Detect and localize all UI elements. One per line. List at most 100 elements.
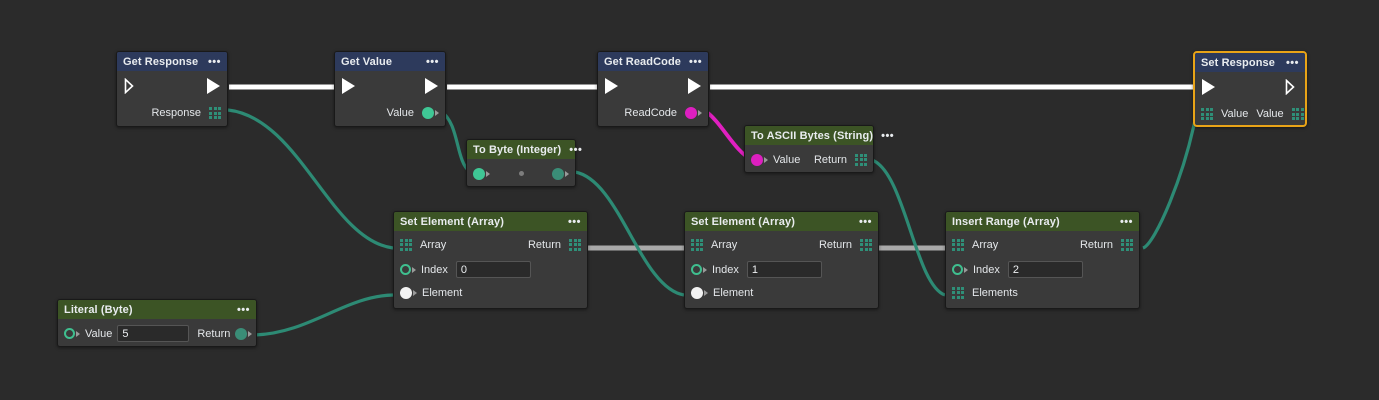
array-in-port-icon[interactable] <box>691 238 703 251</box>
index-port-icon[interactable] <box>952 264 963 275</box>
output-row-response: Response <box>117 101 227 125</box>
node-header[interactable]: To ASCII Bytes (String) ••• <box>745 126 894 145</box>
node-menu-icon[interactable]: ••• <box>858 215 872 228</box>
node-title: Set Element (Array) <box>691 215 795 228</box>
element-port-icon[interactable] <box>691 286 703 299</box>
node-header[interactable]: Set Element (Array) ••• <box>685 212 878 231</box>
elements-port-icon[interactable] <box>952 286 964 299</box>
exec-out-icon[interactable] <box>1285 79 1298 95</box>
input-label: Element <box>713 286 754 299</box>
exec-in-icon[interactable] <box>124 78 137 94</box>
node-header[interactable]: Get Response ••• <box>117 52 227 71</box>
value-in-port-icon[interactable] <box>64 328 75 339</box>
port-nub-icon <box>412 266 416 273</box>
value-in-port-icon[interactable] <box>473 167 485 180</box>
value-port-icon[interactable] <box>422 107 434 119</box>
array-port-icon[interactable] <box>209 107 221 119</box>
node-menu-icon[interactable]: ••• <box>1285 56 1299 69</box>
node-get-value[interactable]: Get Value ••• Value <box>334 51 446 127</box>
exec-row <box>335 71 445 101</box>
node-header[interactable]: Get Value ••• <box>335 52 445 71</box>
compact-port-row <box>467 159 575 188</box>
node-body: Response <box>117 71 227 125</box>
array-in-port-icon[interactable] <box>400 238 412 251</box>
node-to-ascii-bytes-string[interactable]: To ASCII Bytes (String) ••• Value Return <box>744 125 894 174</box>
node-set-element-array-0[interactable]: Set Element (Array) ••• Array Return Ind… <box>393 211 588 309</box>
node-literal-byte[interactable]: Literal (Byte) ••• Value Return <box>57 299 257 347</box>
node-title: Literal (Byte) <box>64 303 133 316</box>
value-input[interactable] <box>117 325 190 342</box>
node-header[interactable]: Insert Range (Array) ••• <box>946 212 1139 231</box>
element-port-icon[interactable] <box>400 286 412 299</box>
string-port-icon[interactable] <box>685 107 697 119</box>
return-out-port-icon[interactable] <box>552 167 564 180</box>
return-out-port-icon[interactable] <box>235 327 248 340</box>
wire-to-byte-return-to-set-element-1-element <box>574 170 685 297</box>
exec-out-icon[interactable] <box>207 78 220 94</box>
io-row-value: Value Value <box>1195 102 1305 126</box>
output-label: Return <box>813 153 847 166</box>
node-menu-icon[interactable]: ••• <box>236 303 250 316</box>
exec-in-icon[interactable] <box>1202 79 1215 95</box>
node-header[interactable]: Literal (Byte) ••• <box>58 300 256 319</box>
node-menu-icon[interactable]: ••• <box>425 55 439 68</box>
port-nub-icon <box>435 110 439 116</box>
exec-out-icon[interactable] <box>688 78 701 94</box>
node-header[interactable]: To Byte (Integer) ••• <box>467 140 582 159</box>
node-title: Set Response <box>1201 56 1275 69</box>
array-out-port-icon[interactable] <box>569 238 581 251</box>
index-input[interactable] <box>746 261 822 278</box>
io-row-value-return: Value Return <box>58 319 256 348</box>
port-nub-icon <box>704 289 708 296</box>
node-body: Array Return Index Elements <box>946 231 1139 304</box>
input-label: Array <box>711 238 738 251</box>
node-menu-icon[interactable]: ••• <box>881 129 895 142</box>
exec-in-icon[interactable] <box>342 78 355 94</box>
row-elements: Elements <box>946 281 1139 304</box>
array-out-port-icon[interactable] <box>860 238 872 251</box>
node-get-readcode[interactable]: Get ReadCode ••• ReadCode <box>597 51 709 127</box>
row-index: Index <box>946 258 1139 281</box>
node-set-response[interactable]: Set Response ••• Value Value <box>1193 51 1307 127</box>
exec-in-icon[interactable] <box>605 78 618 94</box>
node-header[interactable]: Set Element (Array) ••• <box>394 212 587 231</box>
node-title: Get Response <box>123 55 199 68</box>
node-menu-icon[interactable]: ••• <box>689 55 703 68</box>
row-index: Index <box>685 258 878 281</box>
array-out-port-icon[interactable] <box>1291 108 1304 120</box>
node-title: Set Element (Array) <box>400 215 504 228</box>
node-menu-icon[interactable]: ••• <box>1119 215 1133 228</box>
index-port-icon[interactable] <box>400 264 411 275</box>
array-in-port-icon[interactable] <box>952 238 964 251</box>
node-body: Value Return <box>745 145 873 174</box>
port-nub-icon <box>698 110 702 116</box>
node-insert-range-array[interactable]: Insert Range (Array) ••• Array Return In… <box>945 211 1140 309</box>
index-input[interactable] <box>1007 261 1083 278</box>
node-body: Array Return Index Element <box>394 231 587 304</box>
index-port-icon[interactable] <box>691 264 702 275</box>
exec-row <box>1195 72 1305 102</box>
node-to-byte-integer[interactable]: To Byte (Integer) ••• <box>466 139 582 188</box>
exec-row <box>117 71 227 101</box>
node-menu-icon[interactable]: ••• <box>569 143 583 156</box>
port-nub-icon <box>703 266 707 273</box>
output-label: Value <box>386 107 414 119</box>
wire-insert-range-return-to-set-response-value <box>1142 109 1199 250</box>
node-get-response[interactable]: Get Response ••• Response <box>116 51 228 127</box>
node-header[interactable]: Get ReadCode ••• <box>598 52 708 71</box>
wire-ascii-return-to-insert-range-elements <box>871 158 946 297</box>
node-set-element-array-1[interactable]: Set Element (Array) ••• Array Return Ind… <box>684 211 879 309</box>
port-nub-icon <box>964 266 968 273</box>
node-header[interactable]: Set Response ••• <box>1195 53 1305 72</box>
input-label: Value <box>85 327 113 340</box>
array-in-port-icon[interactable] <box>1201 108 1213 120</box>
array-out-port-icon[interactable] <box>855 153 867 166</box>
array-out-port-icon[interactable] <box>1121 238 1133 251</box>
exec-out-icon[interactable] <box>425 78 438 94</box>
node-menu-icon[interactable]: ••• <box>207 55 221 68</box>
string-in-port-icon[interactable] <box>751 153 763 166</box>
index-input[interactable] <box>455 261 531 278</box>
node-menu-icon[interactable]: ••• <box>567 215 581 228</box>
input-label: Index <box>973 263 1000 276</box>
